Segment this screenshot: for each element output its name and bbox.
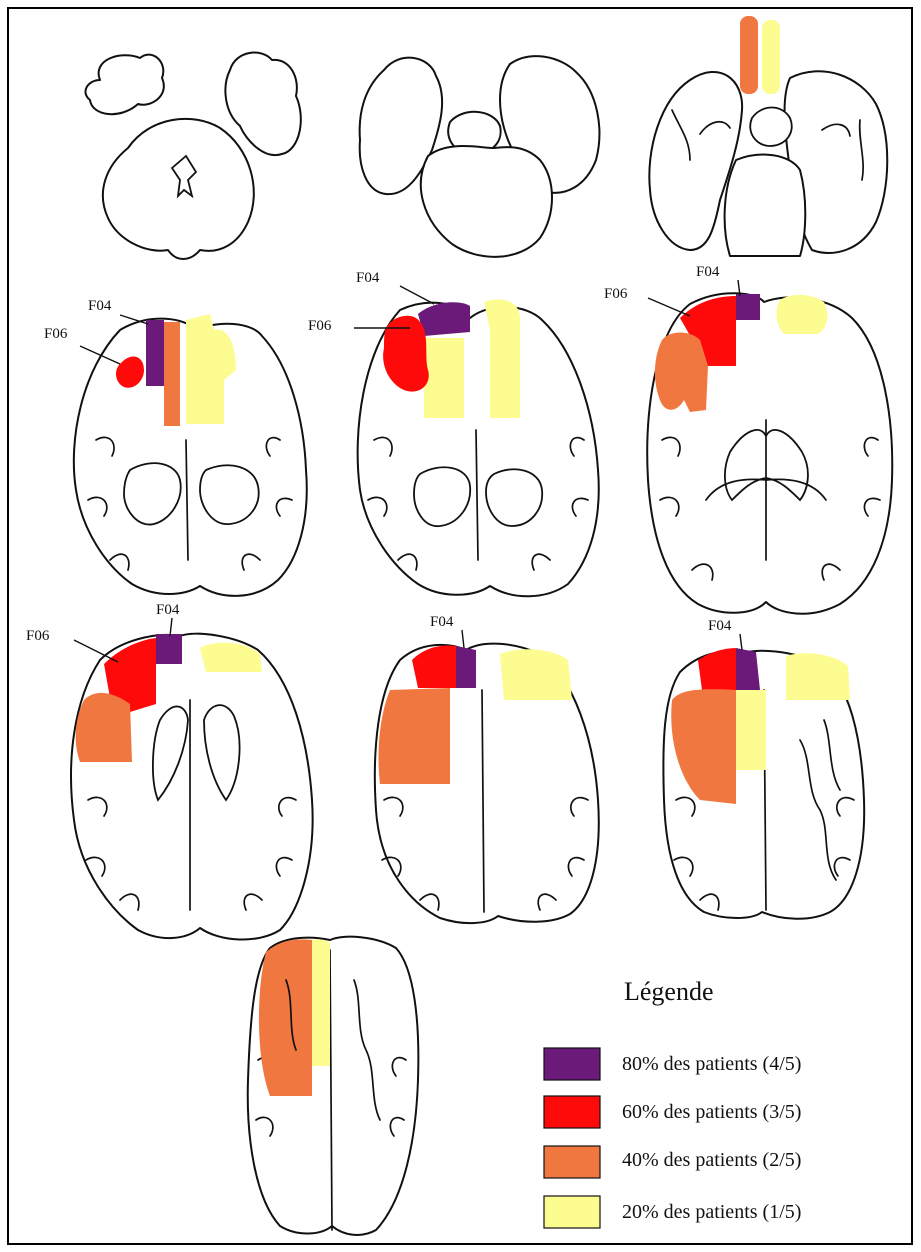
label-f04: F04	[696, 264, 720, 280]
legend-label: 80% des patients (4/5)	[622, 1053, 801, 1075]
legend-label: 40% des patients (2/5)	[622, 1149, 801, 1171]
region-yellow	[500, 649, 572, 700]
label-f04: F04	[708, 618, 732, 634]
region-orange	[740, 16, 758, 94]
region-orange	[378, 688, 450, 784]
region-purple	[146, 320, 164, 386]
label-f06: F06	[308, 318, 332, 334]
legend-swatch-purple	[544, 1048, 600, 1080]
region-orange	[76, 693, 132, 762]
region-orange	[655, 333, 708, 413]
legend-swatch-red	[544, 1096, 600, 1128]
label-f04: F04	[356, 270, 380, 286]
region-orange	[259, 939, 312, 1096]
region-purple	[156, 634, 182, 664]
label-f06: F06	[44, 326, 68, 342]
legend-swatch-yellow	[544, 1196, 600, 1228]
legend-swatch-orange	[544, 1146, 600, 1178]
label-f04: F04	[88, 298, 112, 314]
region-purple	[736, 294, 760, 320]
brain-slice-10	[248, 937, 419, 1235]
label-f06: F06	[604, 286, 628, 302]
region-orange	[164, 322, 180, 426]
label-f04: F04	[430, 614, 454, 630]
region-yellow	[777, 295, 828, 334]
legend-title: Légende	[624, 977, 714, 1006]
brain-slice-9: F04	[663, 618, 864, 919]
brain-slice-8: F04	[375, 614, 599, 923]
legend-label: 60% des patients (3/5)	[622, 1101, 801, 1123]
label-f04: F04	[156, 602, 180, 618]
legend-label: 20% des patients (1/5)	[622, 1201, 801, 1223]
region-purple	[456, 646, 476, 688]
region-yellow	[424, 338, 464, 418]
region-yellow	[762, 20, 780, 94]
label-f06: F06	[26, 628, 50, 644]
region-yellow	[312, 939, 330, 1066]
region-yellow	[736, 690, 766, 770]
